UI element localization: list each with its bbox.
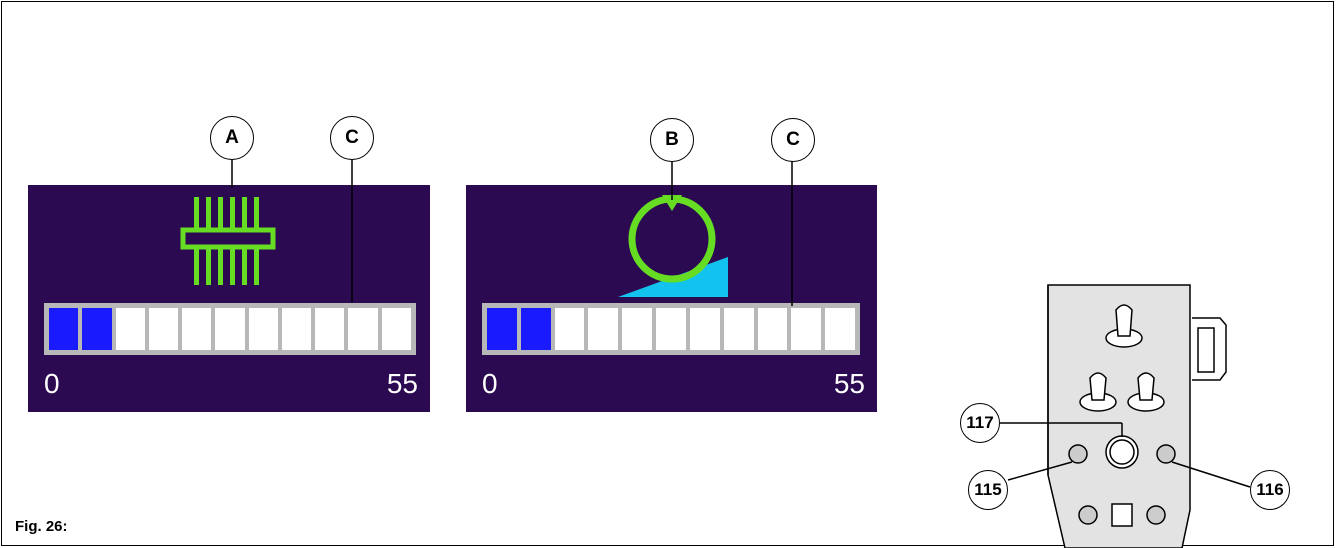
- bar-segment: [723, 308, 754, 350]
- callout-117: 117: [960, 403, 1000, 443]
- display-panel-b: 0 55: [466, 185, 877, 412]
- bar-segment: [348, 308, 378, 350]
- callout-c-right: C: [771, 118, 815, 162]
- callout-115: 115: [968, 470, 1008, 510]
- fill-level-bar-b: [482, 303, 860, 355]
- display-panel-a: 0 55: [28, 185, 430, 412]
- bar-segment-lit: [520, 308, 551, 350]
- bar-segment-lit: [49, 308, 79, 350]
- bar-segment: [182, 308, 212, 350]
- bar-min-label: 0: [482, 368, 498, 399]
- bar-segment: [622, 308, 653, 350]
- callout-b: B: [650, 118, 694, 162]
- bar-segment: [791, 308, 822, 350]
- callout-c-left: C: [330, 116, 374, 160]
- bar-segment: [248, 308, 278, 350]
- bar-segment: [148, 308, 179, 350]
- bar-segment: [215, 308, 245, 350]
- bar-segment-lit: [487, 308, 517, 350]
- bar-segment: [315, 308, 345, 350]
- figure-caption: Fig. 26:: [15, 518, 68, 535]
- bar-min-label: 0: [44, 368, 60, 399]
- bar-segment: [825, 308, 855, 350]
- callout-116: 116: [1250, 470, 1290, 510]
- bar-segment-lit: [82, 308, 112, 350]
- bar-segment: [554, 308, 585, 350]
- callout-a: A: [210, 116, 254, 160]
- bar-segment: [381, 308, 411, 350]
- bar-max-label: 55: [386, 368, 418, 399]
- reel-icon: [180, 197, 276, 285]
- bar-segment: [588, 308, 619, 350]
- bar-segment: [281, 308, 312, 350]
- fill-level-bar-a: [44, 303, 416, 355]
- bar-segment: [689, 308, 720, 350]
- joystick-control-panel: [1047, 284, 1227, 548]
- bar-segment: [656, 308, 686, 350]
- bar-max-label: 55: [833, 368, 865, 399]
- bar-segment: [757, 308, 788, 350]
- bar-segment: [115, 308, 145, 350]
